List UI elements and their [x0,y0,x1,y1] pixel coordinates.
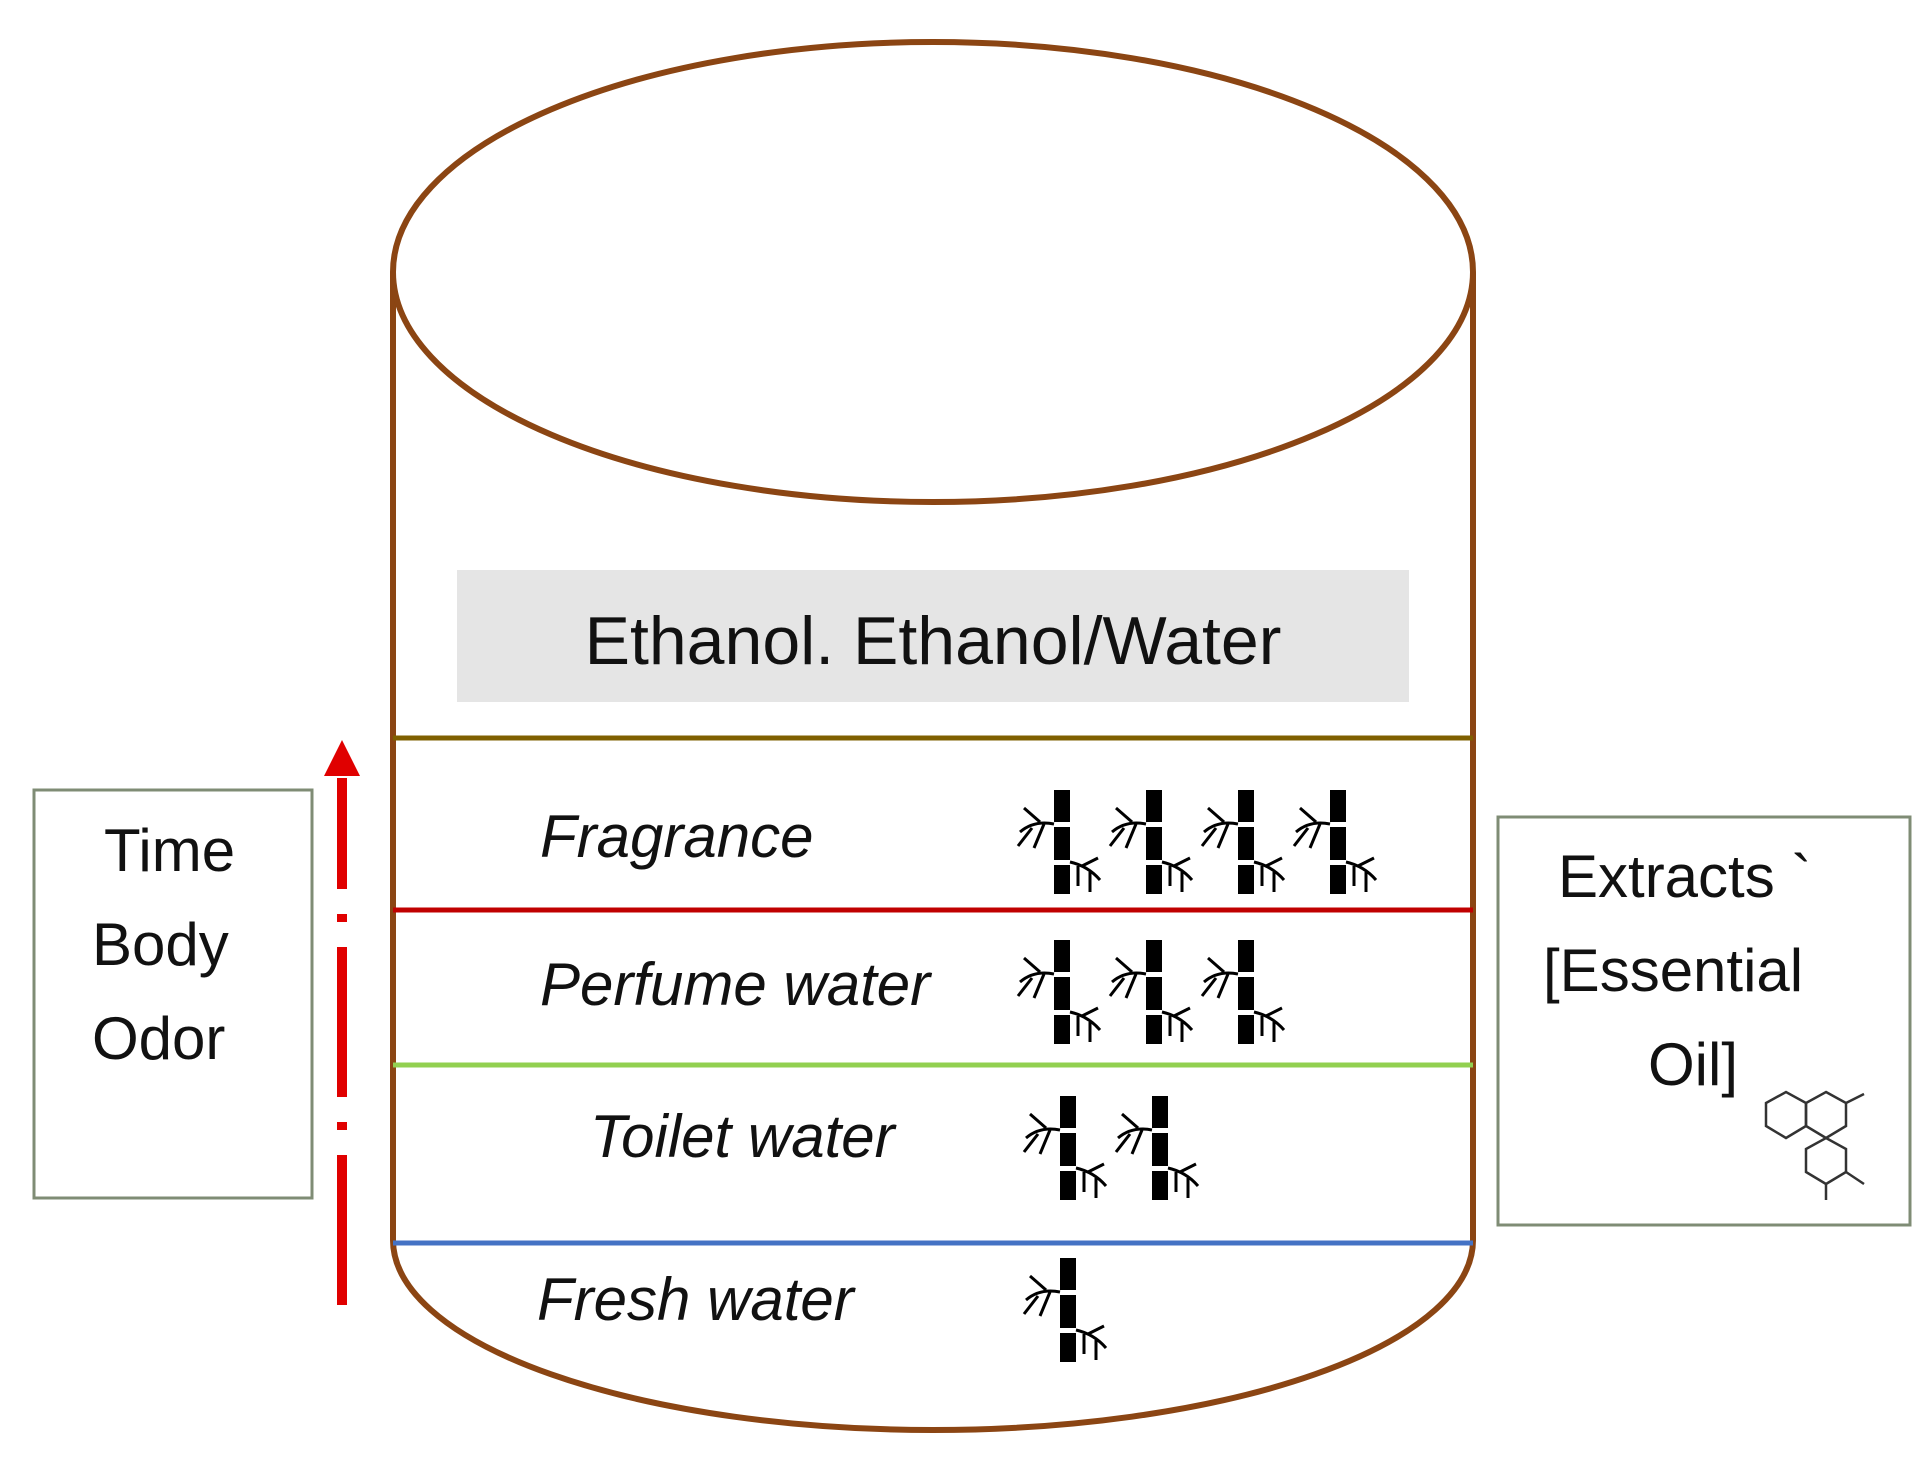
right-box-line-essential: [Essential [1543,937,1804,1004]
cylinder-top [390,39,1476,505]
bamboo-icon [1108,788,1194,896]
cylinder-body [390,272,1476,1433]
bamboo-icon [1108,938,1194,1046]
time-arrow-head [324,740,360,776]
bamboo-icon [1200,938,1286,1046]
bamboo-icon [1200,788,1286,896]
fragrance-bamboo-icons [1016,788,1378,896]
bamboo-icon [1022,1094,1108,1202]
hexagon-molecule-icon [1764,1090,1865,1200]
right-box-line-oil: Oil] [1648,1031,1738,1098]
bamboo-icon [1016,788,1102,896]
bamboo-icon [1022,1256,1108,1364]
layer-label-fragrance: Fragrance [540,803,814,870]
left-box-line-body: Body [92,911,229,978]
left-box-line-time: Time [104,817,236,884]
layer-label-toilet-water: Toilet water [590,1103,895,1170]
layer-label-perfume-water: Perfume water [540,951,931,1018]
right-info-box [1496,815,1912,1227]
right-box-line-extracts: Extracts ` [1558,843,1812,910]
fresh-water-bamboo-icons [1022,1256,1108,1364]
layer-label-fresh-water: Fresh water [537,1266,854,1333]
left-info-box [32,788,314,1200]
perfume-water-bamboo-icons [1016,938,1286,1046]
toilet-water-bamboo-icons [1022,1094,1200,1202]
solvent-label-box [457,570,1409,702]
solvent-label: Ethanol. Ethanol/Water [584,603,1282,679]
bamboo-icon [1016,938,1102,1046]
bamboo-icon [1292,788,1378,896]
bamboo-icon [1114,1094,1200,1202]
left-box-line-odor: Odor [92,1005,226,1072]
